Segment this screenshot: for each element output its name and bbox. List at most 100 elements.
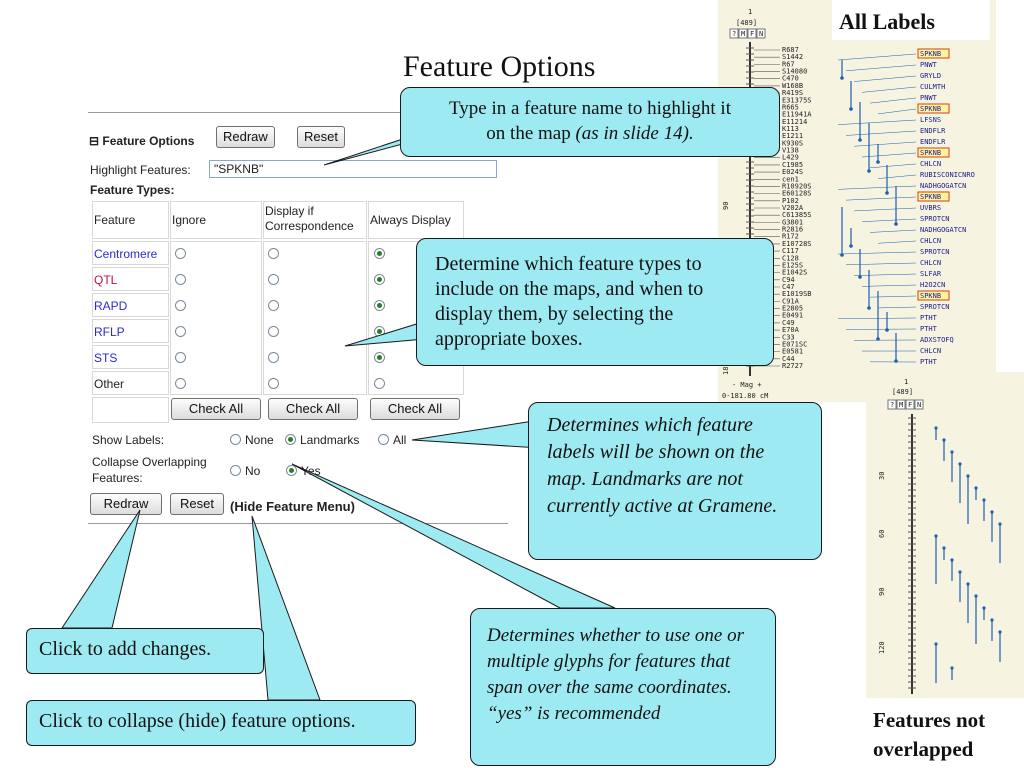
callout-show-labels: Determines which feature labels will be … [528,402,822,560]
show-labels-option-none: None [245,433,274,447]
feature-label-right[interactable]: CULMTH [920,83,945,91]
caption-features-not-overlapped: Features not overlapped [873,706,985,764]
radio-rapd-always[interactable] [374,300,385,311]
map-button-N[interactable] [914,399,924,410]
map-button-M[interactable] [738,28,748,39]
radio-centromere-correspondence[interactable] [268,248,279,259]
feature-label-right[interactable]: ADXSTOFQ [920,336,954,344]
feature-name-qtl[interactable]: QTL [94,273,118,287]
feature-label-right[interactable]: ENDFLR [920,127,946,135]
table-cell [263,241,367,395]
feature-label-right[interactable]: SPROTCN [920,248,950,256]
map-button-?[interactable] [887,399,897,410]
radio-sts-correspondence[interactable] [268,352,279,363]
check-all-always-button[interactable]: Check All [370,398,460,420]
feature-label-right[interactable]: SPKNB [920,105,941,113]
hide-feature-menu-link[interactable]: (Hide Feature Menu) [230,499,355,514]
feature-label-right[interactable]: SPROTCN [920,303,950,311]
radio-qtl-correspondence[interactable] [268,274,279,285]
map-button-M[interactable] [896,399,906,410]
feature-leader [869,229,917,233]
highlight-features-label: Highlight Features: [90,163,191,177]
map-button-F[interactable] [905,399,915,410]
feature-label-right[interactable]: UVBRS [920,204,941,212]
feature-label-right[interactable]: PTHT [920,314,938,322]
feature-name-sts[interactable]: STS [94,351,118,365]
radio-centromere-ignore[interactable] [175,248,186,259]
highlight-features-input[interactable] [209,160,497,178]
collapse-option-no: No [245,464,261,478]
redraw-button-bottom[interactable]: Redraw [90,493,162,515]
map-button-N[interactable] [756,28,766,39]
show-labels-option-landmarks: Landmarks [300,433,360,447]
callout-add-changes: Click to add changes. [26,628,264,674]
feature-label-right[interactable]: NADHGOGATCN [920,226,966,234]
radio-show-labels-all[interactable] [378,434,389,445]
feature-label-right[interactable]: CHLCN [920,259,941,267]
radio-sts-always[interactable] [374,352,385,363]
feature-glyph-end [858,138,862,142]
feature-label-right[interactable]: RUBISCONICNRO [920,171,975,179]
radio-other-always[interactable] [374,378,385,389]
feature-name-rflp[interactable]: RFLP [94,325,125,339]
marker-label-left: C94 [782,276,795,284]
feature-name-rapd[interactable]: RAPD [94,299,128,313]
feature-leader [877,306,917,309]
redraw-button-top[interactable]: Redraw [216,126,275,148]
radio-qtl-always[interactable] [374,274,385,285]
show-labels-option-all: All [393,433,407,447]
radio-other-ignore[interactable] [175,378,186,389]
feature-leader [837,53,917,61]
radio-sts-ignore[interactable] [175,352,186,363]
feature-label-right[interactable]: SPKNB [920,50,941,58]
check-all-ignore-button[interactable]: Check All [171,398,261,420]
feature-label-right[interactable]: CHLCN [920,347,941,355]
feature-label-right[interactable]: SPKNB [920,193,941,201]
radio-rflp-ignore[interactable] [175,326,186,337]
reset-button-top[interactable]: Reset [297,126,345,148]
feature-label-right[interactable]: PTHT [920,358,938,366]
radio-centromere-always[interactable] [374,248,385,259]
feature-label-right[interactable]: ENDFLR [920,138,946,146]
reset-button-bottom[interactable]: Reset [170,493,224,515]
feature-label-right[interactable]: SPKNB [920,292,941,300]
marker-label-left: E125S [782,261,803,269]
map-number: 1 [904,378,908,386]
radio-show-labels-landmarks[interactable] [285,434,296,445]
map-magnify[interactable]: - Mag + [732,381,762,389]
radio-collapse-yes[interactable] [286,465,297,476]
map-not-overlapped-graphic: 1[489]?MFN306090120150 [878,378,1002,694]
radio-rapd-correspondence[interactable] [268,300,279,311]
map-range: 0-181.80 cM [722,392,768,400]
map-not-overlapped: 1[489]?MFN306090120150 [866,372,1024,698]
feature-label-right[interactable]: SPKNB [920,149,941,157]
feature-options-header[interactable]: ⊟ Feature Options [89,134,195,148]
marker-label-left: C1985 [782,161,803,169]
feature-label-right[interactable]: PNWT [920,94,938,102]
check-all-correspondence-button[interactable]: Check All [268,398,358,420]
caption-all-labels: All Labels [839,9,935,34]
feature-label-right[interactable]: H2O2CN [920,281,945,289]
feature-label-right[interactable]: NADHGOGATCN [920,182,966,190]
feature-label-right[interactable]: CHLCN [920,237,941,245]
radio-collapse-no[interactable] [230,465,241,476]
callout-highlight-line2: on the map [486,123,576,144]
feature-label-right[interactable]: GRYLD [920,72,941,80]
feature-leader [869,163,917,169]
feature-label-right[interactable]: LFSNS [920,116,941,124]
radio-rapd-ignore[interactable] [175,300,186,311]
radio-qtl-ignore[interactable] [175,274,186,285]
feature-glyph-end [982,606,986,610]
feature-label-right[interactable]: PTHT [920,325,938,333]
feature-name-centromere[interactable]: Centromere [94,247,158,261]
map-button-F[interactable] [747,28,757,39]
radio-other-correspondence[interactable] [268,378,279,389]
map-button-?[interactable] [729,28,739,39]
radio-show-labels-none[interactable] [230,434,241,445]
feature-label-right[interactable]: SLFAR [920,270,942,278]
radio-rflp-correspondence[interactable] [268,326,279,337]
feature-label-right[interactable]: PNWT [920,61,938,69]
feature-label-right[interactable]: SPROTCN [920,215,950,223]
marker-label-left: E0581 [782,348,803,356]
feature-label-right[interactable]: CHLCN [920,160,941,168]
